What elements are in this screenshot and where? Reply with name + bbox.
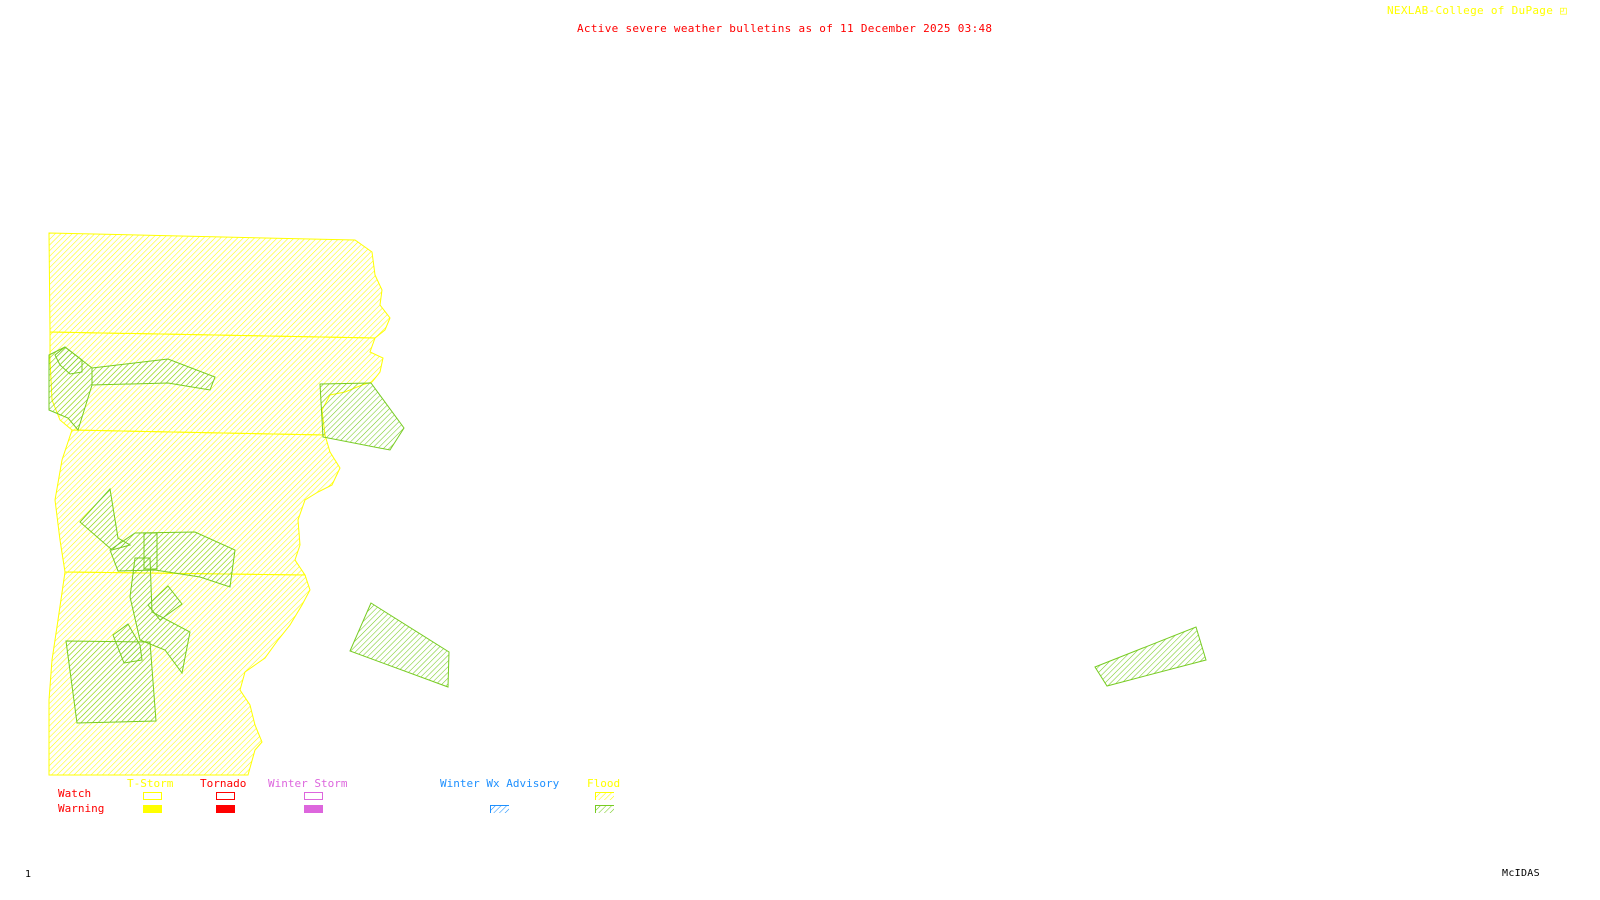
flood-warning-polygon (91, 358, 216, 391)
bulletin-title: Active severe weather bulletins as of 11… (577, 22, 993, 35)
legend-row-warning: Warning (58, 802, 105, 815)
logo-icon: ◰ (1560, 4, 1568, 17)
winter-wx-advisory-swatch (490, 805, 509, 813)
legend-row-watch: Watch (58, 787, 92, 800)
flood-watch-state-south (48, 571, 311, 776)
software-label: McIDAS (1502, 868, 1540, 879)
credit-label: NEXLAB-College of DuPage ◰ (1387, 4, 1567, 17)
flood-warning-polygon (54, 346, 83, 375)
flood-warning-polygon (65, 640, 157, 724)
tstorm-watch-swatch (143, 792, 162, 800)
flood-warning-swatch (595, 805, 614, 813)
flood-warning-polygon (1094, 626, 1207, 687)
winter-storm-watch-swatch (304, 792, 323, 800)
tstorm-warning-swatch (143, 805, 162, 813)
tornado-watch-swatch (216, 792, 235, 800)
flood-warning-polygon (349, 602, 450, 688)
legend-winter-wx-advisory: Winter Wx Advisory (440, 777, 560, 790)
flood-warning-polygons (48, 346, 1207, 724)
frame-number: 1 (25, 869, 32, 880)
tornado-warning-swatch (216, 805, 235, 813)
flood-warning-polygon (319, 382, 405, 451)
legend-tstorm: T-Storm (127, 777, 174, 790)
credit-text: NEXLAB-College of DuPage (1387, 4, 1554, 17)
flood-warning-polygon (147, 585, 183, 621)
legend-tornado: Tornado (200, 777, 247, 790)
flood-watch-state-north (48, 232, 391, 339)
flood-warning-polygon (129, 557, 191, 675)
winter-storm-warning-swatch (304, 805, 323, 813)
legend-winter-storm: Winter Storm (268, 777, 348, 790)
flood-watch-swatch (595, 792, 614, 800)
legend-flood: Flood (587, 777, 621, 790)
